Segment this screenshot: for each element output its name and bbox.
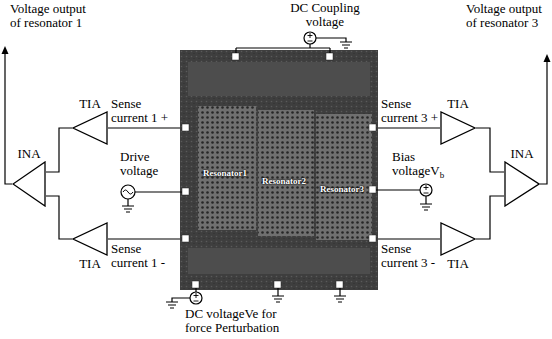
resonator-label: Resonator1	[203, 168, 247, 179]
electrode	[188, 62, 370, 96]
amplifier: TIA	[440, 222, 476, 271]
signal-name: Sense current 1 -	[111, 241, 165, 270]
amplifier-triangle	[13, 162, 45, 206]
mems-chip: Resonator1Resonator2Resonator3	[180, 50, 378, 290]
output-arrowhead	[2, 46, 9, 54]
edge-label-box: Sense current 1 -	[111, 242, 171, 270]
edge-label-box: Sense current 1 +	[111, 97, 171, 125]
amplifier-symbol	[440, 222, 476, 256]
signal-wire	[476, 128, 504, 172]
signal-wire	[46, 128, 72, 172]
amplifier-label: TIA	[440, 96, 476, 111]
amplifier: TIA	[72, 222, 108, 271]
signal-wire	[108, 238, 180, 239]
amplifier: INA	[504, 146, 540, 207]
amplifier: TIA	[440, 96, 476, 145]
amplifier-symbol	[504, 161, 540, 207]
amplifier-symbol	[440, 111, 476, 145]
electrode	[188, 248, 370, 274]
signal-name: Sense current 1 +	[111, 96, 168, 125]
edge-label-box: Sense current 3 -	[381, 242, 441, 270]
amplifier-triangle	[441, 223, 475, 255]
signal-wire	[378, 238, 440, 239]
source-label: Bias voltageV	[392, 149, 440, 178]
signal-wire	[46, 196, 72, 239]
amplifier-label: INA	[504, 146, 540, 161]
amplifier: TIA	[72, 96, 108, 145]
resonator-structure	[316, 114, 372, 240]
resonator-structure	[198, 106, 256, 230]
output-label: Voltage output of resonator 3	[466, 2, 546, 30]
amplifier-label: INA	[12, 146, 46, 161]
amplifier-label: TIA	[440, 256, 476, 271]
label-group: Bias voltageVb	[392, 150, 454, 182]
output-wire	[5, 54, 12, 184]
amplifier-triangle	[505, 162, 539, 206]
amplifier: INA	[12, 146, 46, 207]
subscript: b	[440, 170, 445, 180]
amplifier-symbol	[12, 161, 46, 207]
resonator-label: Resonator3	[320, 184, 364, 195]
output-wire	[540, 62, 547, 184]
output-label: Voltage output of resonator 1	[10, 2, 86, 30]
source-label: Drive voltage	[120, 150, 176, 178]
resonator-label: Resonator2	[262, 176, 306, 187]
amplifier-label: TIA	[72, 256, 108, 271]
bond-pads	[182, 53, 376, 288]
amplifier-symbol	[72, 222, 108, 256]
amplifier-triangle	[73, 223, 107, 255]
signal-wire	[476, 196, 504, 239]
signal-name: Sense current 3 +	[381, 96, 438, 125]
signal-wire	[378, 127, 440, 128]
signal-wire	[108, 127, 180, 128]
sem-image	[180, 50, 378, 290]
edge-label-box: Sense current 3 +	[381, 97, 441, 125]
resonator-structure	[258, 110, 314, 236]
amplifier-triangle	[441, 112, 475, 144]
output-arrowhead	[544, 54, 551, 62]
source-label: DC voltageVe for force Perturbation	[185, 307, 303, 335]
amplifier-label: TIA	[72, 96, 108, 111]
amplifier-triangle	[73, 112, 107, 144]
source-label: DC Coupling voltage	[283, 1, 367, 29]
amplifier-symbol	[72, 111, 108, 145]
signal-name: Sense current 3 -	[381, 241, 435, 270]
